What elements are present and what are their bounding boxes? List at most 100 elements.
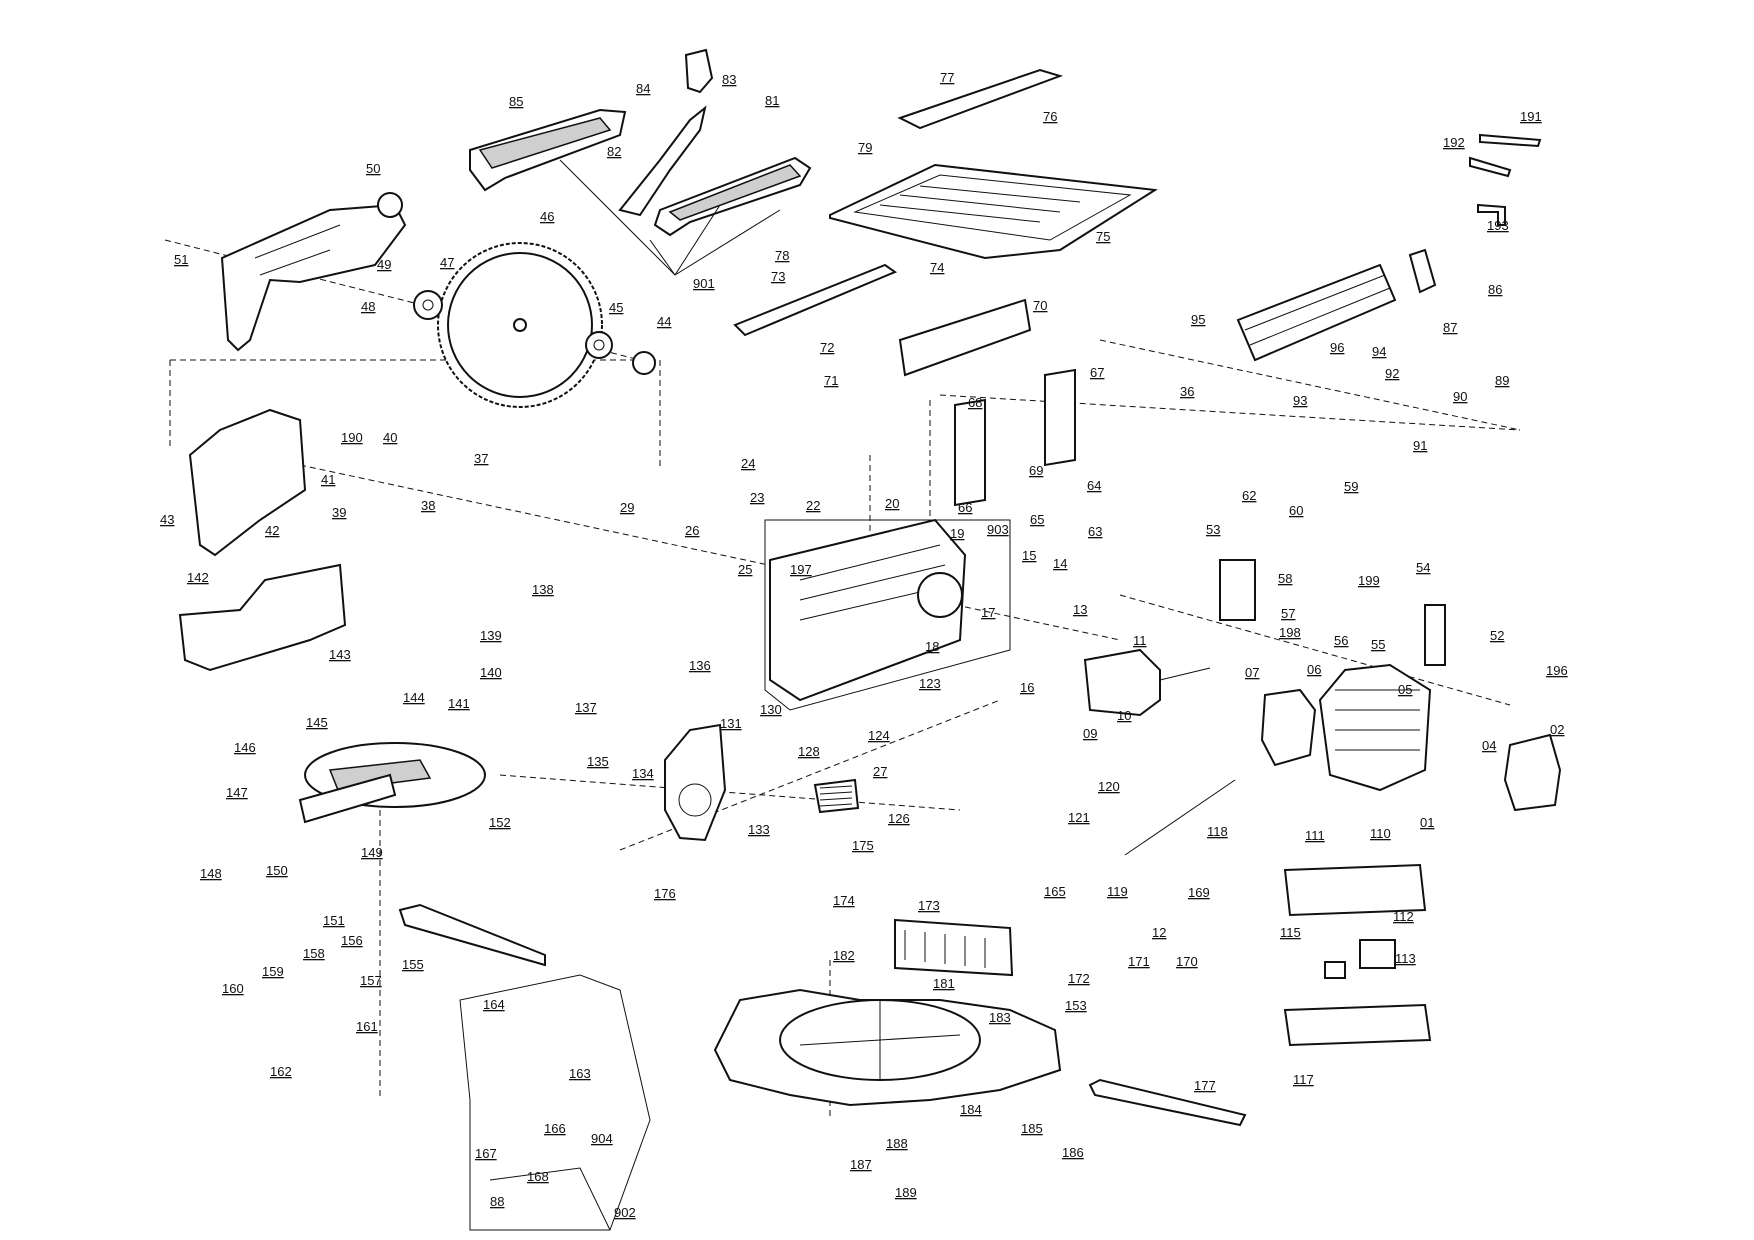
callout-label-135: 135 [587, 754, 609, 769]
gear-housing-134 [664, 723, 727, 842]
insert-plate-77 [897, 68, 1064, 130]
callout-label-64: 64 [1087, 478, 1101, 493]
motor-05-06 [1260, 663, 1562, 812]
callout-label-176: 176 [654, 886, 676, 901]
callout-label-87: 87 [1443, 320, 1457, 335]
callout-label-187: 187 [850, 1157, 872, 1172]
callout-label-44: 44 [657, 314, 671, 329]
callout-label-175: 175 [852, 838, 874, 853]
callout-label-904: 904 [591, 1131, 613, 1146]
callout-label-55: 55 [1371, 637, 1385, 652]
callout-label-141: 141 [448, 696, 470, 711]
callout-label-88: 88 [490, 1194, 504, 1209]
callout-label-147: 147 [226, 785, 248, 800]
callout-label-115: 115 [1280, 925, 1301, 940]
callout-label-184: 184 [960, 1102, 982, 1117]
callout-label-144: 144 [403, 690, 425, 705]
bracket-53 [1219, 559, 1446, 666]
guard-142 [178, 563, 347, 672]
callout-label-168: 168 [527, 1169, 549, 1184]
callout-label-36: 36 [1180, 384, 1194, 399]
callout-label-139: 139 [480, 628, 502, 643]
callout-label-53: 53 [1206, 522, 1220, 537]
linkage-73 [733, 263, 898, 337]
callout-label-85: 85 [509, 94, 523, 109]
saw-blade-46 [437, 242, 603, 408]
callout-label-146: 146 [234, 740, 256, 755]
callout-label-45: 45 [609, 300, 623, 315]
callout-label-01: 01 [1420, 815, 1434, 830]
callout-label-12: 12 [1152, 925, 1166, 940]
callout-label-183: 183 [989, 1010, 1011, 1025]
callout-label-162: 162 [270, 1064, 292, 1079]
callout-label-185: 185 [1021, 1121, 1043, 1136]
callout-label-89: 89 [1495, 373, 1509, 388]
callout-label-124: 124 [868, 728, 890, 743]
callout-label-22: 22 [806, 498, 820, 513]
miter-scale-173 [894, 918, 1014, 977]
base-turntable-145 [298, 742, 486, 824]
armature-11 [1083, 648, 1211, 717]
callout-label-04: 04 [1482, 738, 1496, 753]
callout-label-193: 193 [1487, 218, 1509, 233]
callout-label-52: 52 [1490, 628, 1504, 643]
flanges [413, 290, 656, 375]
callout-label-142: 142 [187, 570, 209, 585]
callout-label-163: 163 [569, 1066, 591, 1081]
callout-label-192: 192 [1443, 135, 1465, 150]
callout-label-65: 65 [1030, 512, 1044, 527]
callout-label-177: 177 [1194, 1078, 1216, 1093]
callout-label-02: 02 [1550, 722, 1564, 737]
callout-label-156: 156 [341, 933, 363, 948]
callout-label-58: 58 [1278, 571, 1292, 586]
callout-label-72: 72 [820, 340, 834, 355]
callout-labels: 0102040506070910111213141516171819202223… [160, 70, 1568, 1220]
callout-label-173: 173 [918, 898, 940, 913]
callout-label-06: 06 [1307, 662, 1321, 677]
callout-label-166: 166 [544, 1121, 566, 1136]
callout-label-11: 11 [1133, 633, 1147, 648]
callout-label-71: 71 [824, 373, 838, 388]
callout-label-111: 111 [1305, 828, 1325, 843]
callout-label-47: 47 [440, 255, 454, 270]
guard-43 [188, 408, 307, 557]
callout-label-43: 43 [160, 512, 174, 527]
callout-label-60: 60 [1289, 503, 1303, 518]
callout-label-189: 189 [895, 1185, 917, 1200]
callout-label-49: 49 [377, 257, 391, 272]
callout-label-169: 169 [1188, 885, 1210, 900]
callout-label-149: 149 [361, 845, 383, 860]
callout-label-05: 05 [1398, 682, 1412, 697]
callout-label-157: 157 [360, 973, 382, 988]
callout-label-188: 188 [886, 1136, 908, 1151]
callout-label-62: 62 [1242, 488, 1256, 503]
callout-label-133: 133 [748, 822, 770, 837]
callout-label-70: 70 [1033, 298, 1047, 313]
callout-label-39: 39 [332, 505, 346, 520]
callout-label-145: 145 [306, 715, 328, 730]
callout-label-119: 119 [1107, 884, 1128, 899]
callout-label-159: 159 [262, 964, 284, 979]
callout-label-134: 134 [632, 766, 654, 781]
callout-label-160: 160 [222, 981, 244, 996]
callout-label-40: 40 [383, 430, 397, 445]
callout-label-46: 46 [540, 209, 554, 224]
callout-label-37: 37 [474, 451, 488, 466]
callout-label-66: 66 [958, 500, 972, 515]
callout-label-137: 137 [575, 700, 597, 715]
callout-label-86: 86 [1488, 282, 1502, 297]
callout-label-131: 131 [720, 716, 742, 731]
callout-label-902: 902 [614, 1205, 636, 1220]
callout-label-23: 23 [750, 490, 764, 505]
spring-127 [813, 778, 860, 814]
callout-label-75: 75 [1096, 229, 1110, 244]
callout-label-16: 16 [1020, 680, 1034, 695]
table-75 [829, 163, 1158, 260]
callout-label-48: 48 [361, 299, 375, 314]
callout-label-112: 112 [1393, 909, 1414, 924]
callout-label-17: 17 [981, 605, 995, 620]
callout-label-57: 57 [1281, 606, 1295, 621]
callout-label-199: 199 [1358, 573, 1380, 588]
callout-label-903: 903 [987, 522, 1009, 537]
